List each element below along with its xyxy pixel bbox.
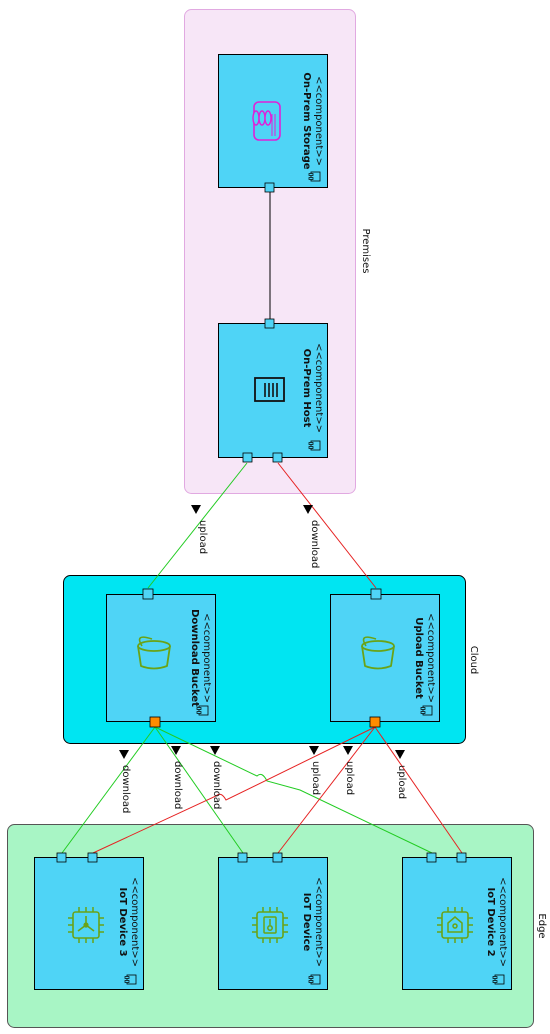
component-iot-device[interactable]: <<component>> IoT Device xyxy=(218,852,328,990)
edge-arrowheads xyxy=(119,505,405,759)
edge-label-iot3-to-upload-bucket: upload xyxy=(310,761,321,795)
stereotype-label: <<component>> xyxy=(129,877,140,967)
edge-label-iot-to-upload-bucket: upload xyxy=(344,761,355,795)
edge-label-download-bucket-to-iot: download xyxy=(172,761,183,809)
edge-host-to-download-bucket[interactable] xyxy=(147,462,248,589)
arrowhead-upload-host xyxy=(191,505,201,514)
component-iot-device-2[interactable]: <<component>> IoT Device 2 xyxy=(402,852,512,990)
edge-iot-to-upload-bucket[interactable] xyxy=(277,726,376,854)
stereotype-label: <<component>> xyxy=(313,343,324,433)
iot-device-icon xyxy=(436,906,474,944)
edge-label-iot2-to-upload-bucket: upload xyxy=(396,765,407,799)
group-label-cloud: Cloud xyxy=(468,646,479,675)
edge-labels: upload download download download downlo… xyxy=(120,520,407,813)
edges xyxy=(61,192,463,854)
component-name-download-bucket: Download Bucket xyxy=(189,609,200,707)
arrowhead-download-host xyxy=(303,505,313,514)
edge-iot3-to-upload-bucket[interactable] xyxy=(92,726,376,854)
stereotype-label: <<component>> xyxy=(425,613,436,703)
iot-device-icon xyxy=(251,906,289,944)
edge-label-download-bucket-to-iot3: download xyxy=(120,765,131,813)
edge-label-upload-bucket-to-host: download xyxy=(309,520,320,568)
component-name-upload-bucket: Upload Bucket xyxy=(413,617,424,699)
edge-label-host-to-download-bucket: upload xyxy=(197,520,208,554)
database-storage-icon xyxy=(252,101,281,141)
component-onprem-storage[interactable]: <<component>> On-Prem Storage xyxy=(218,54,328,193)
stereotype-label: <<component>> xyxy=(313,877,324,967)
arrowhead-upload-iot xyxy=(343,746,353,755)
component-download-bucket[interactable]: <<component>> Download Bucket xyxy=(106,588,216,728)
component-name-iot-device: IoT Device xyxy=(301,893,312,952)
port[interactable] xyxy=(264,182,275,193)
group-label-edge: Edge xyxy=(536,913,547,938)
port[interactable] xyxy=(87,852,98,863)
port[interactable] xyxy=(456,852,467,863)
arrowhead-download-iot2 xyxy=(210,746,220,755)
group-label-premises: Premises xyxy=(360,229,371,274)
stereotype-label: <<component>> xyxy=(201,613,212,703)
edge-upload-bucket-to-host[interactable] xyxy=(277,462,377,589)
component-name-onprem-host: On-Prem Host xyxy=(301,349,312,428)
stereotype-label: <<component>> xyxy=(497,877,508,967)
port[interactable] xyxy=(272,452,283,463)
iot-device-icon xyxy=(67,906,105,944)
component-onprem-host[interactable]: <<component>> On-Prem Host xyxy=(218,318,328,463)
port[interactable] xyxy=(264,318,275,329)
server-icon xyxy=(254,377,285,402)
port[interactable] xyxy=(370,588,382,600)
port[interactable] xyxy=(242,452,253,463)
port[interactable] xyxy=(142,588,154,600)
arrowhead-download-iot3 xyxy=(119,750,129,759)
arrowhead-upload-iot3 xyxy=(309,746,319,755)
arrowhead-upload-iot2 xyxy=(395,750,405,759)
port[interactable] xyxy=(272,852,283,863)
edge-download-bucket-to-iot3[interactable] xyxy=(61,726,156,854)
arrowhead-download-iot xyxy=(171,746,181,755)
component-name-iot-device-3: IoT Device 3 xyxy=(117,887,128,956)
stereotype-label: <<component>> xyxy=(313,76,324,166)
port-orange[interactable] xyxy=(369,716,381,728)
port[interactable] xyxy=(237,852,248,863)
port-orange[interactable] xyxy=(149,716,161,728)
edge-iot2-to-upload-bucket[interactable] xyxy=(374,726,463,854)
component-name-iot-device-2: IoT Device 2 xyxy=(485,887,496,956)
edge-label-download-bucket-to-iot2: download xyxy=(211,761,222,809)
edge-download-bucket-to-iot[interactable] xyxy=(154,726,244,854)
port[interactable] xyxy=(56,852,67,863)
component-name-onprem-storage: On-Prem Storage xyxy=(301,72,312,169)
component-iot-device-3[interactable]: <<component>> IoT Device 3 xyxy=(34,852,144,990)
port[interactable] xyxy=(426,852,437,863)
component-upload-bucket[interactable]: <<component>> Upload Bucket xyxy=(330,588,440,728)
edge-download-bucket-to-iot2[interactable] xyxy=(154,726,433,854)
